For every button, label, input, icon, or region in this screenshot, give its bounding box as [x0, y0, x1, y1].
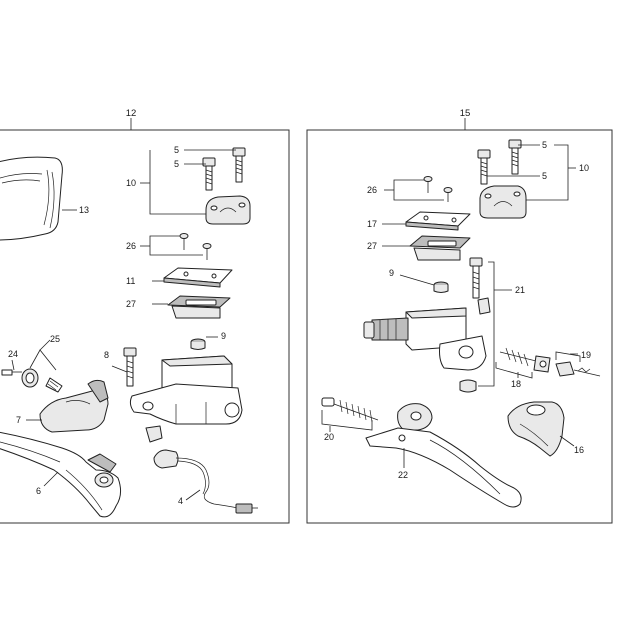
screw-part-24 — [1, 369, 22, 376]
reservoir-cover-part-17 — [405, 211, 471, 231]
callout-7: 7 — [16, 415, 21, 425]
assembly-15-panel: 15 5 5 10 — [306, 108, 613, 524]
screw-part-5a — [202, 157, 216, 191]
callout-24: 24 — [8, 349, 18, 359]
callout-5-lower: 5 — [174, 159, 179, 169]
callout-26-right: 26 — [367, 185, 377, 195]
master-cylinder-body-right — [363, 307, 487, 371]
cap-part-9-right — [433, 281, 449, 293]
clamp-part-10-right — [479, 185, 527, 219]
callout-9: 9 — [221, 331, 226, 341]
callout-6: 6 — [36, 486, 41, 496]
callout-20: 20 — [324, 432, 334, 442]
small-screw-part-26b — [202, 243, 212, 260]
callout-27-right: 27 — [367, 241, 377, 251]
callout-10-right: 10 — [579, 163, 589, 173]
small-screw-part-26d — [443, 187, 453, 202]
adjuster-part-18 — [499, 347, 551, 373]
callout-18: 18 — [511, 379, 521, 389]
adjuster-cap-part-25 — [21, 368, 63, 393]
callout-25: 25 — [50, 334, 60, 344]
callout-11: 11 — [126, 276, 135, 286]
clamp-part-10 — [205, 195, 251, 225]
diaphragm-part-27 — [167, 295, 231, 319]
callout-10: 10 — [126, 178, 136, 188]
lever-boot-part-16 — [507, 401, 565, 457]
hand-guard-cover-part — [0, 156, 63, 241]
spring-pin-part-20 — [321, 397, 379, 423]
callout-21: 21 — [515, 285, 525, 295]
callout-5-upper: 5 — [174, 145, 179, 155]
callout-8: 8 — [104, 350, 109, 360]
callout-22: 22 — [398, 470, 408, 480]
adjuster-rod-part-19 — [555, 361, 601, 377]
cap-part-9 — [190, 338, 206, 350]
callout-5-upper-right: 5 — [542, 140, 547, 150]
assembly-12-title: 12 — [126, 108, 137, 119]
assembly-15-frame — [306, 129, 613, 524]
diaphragm-part-27-right — [409, 235, 471, 261]
reservoir-cover-part-11 — [163, 267, 233, 288]
clutch-lever-part-22 — [365, 403, 522, 508]
pivot-bolt-part-21 — [459, 257, 491, 393]
callout-5-lower-right: 5 — [542, 171, 547, 181]
master-cylinder-part-8 — [123, 347, 243, 443]
callout-27: 27 — [126, 299, 136, 309]
small-screw-part-26c — [423, 176, 433, 193]
screw-part-5b — [232, 147, 246, 183]
brake-switch-part-4 — [153, 449, 258, 514]
lever-boot-part-7 — [39, 379, 109, 433]
callout-13: 13 — [79, 205, 89, 215]
callout-16: 16 — [574, 445, 584, 455]
callout-4: 4 — [178, 496, 183, 506]
callout-19: 19 — [581, 350, 591, 360]
brake-lever-part-6 — [0, 431, 122, 518]
callout-17: 17 — [367, 219, 377, 229]
assembly-12-panel: 12 13 5 5 — [0, 108, 290, 524]
callout-26: 26 — [126, 241, 136, 251]
assembly-12-frame — [0, 129, 290, 524]
screw-part-5d — [508, 139, 522, 175]
screw-part-5c — [477, 149, 491, 185]
small-screw-part-26a — [179, 233, 189, 250]
assembly-15-title: 15 — [460, 108, 471, 119]
callout-9-right: 9 — [389, 268, 394, 278]
